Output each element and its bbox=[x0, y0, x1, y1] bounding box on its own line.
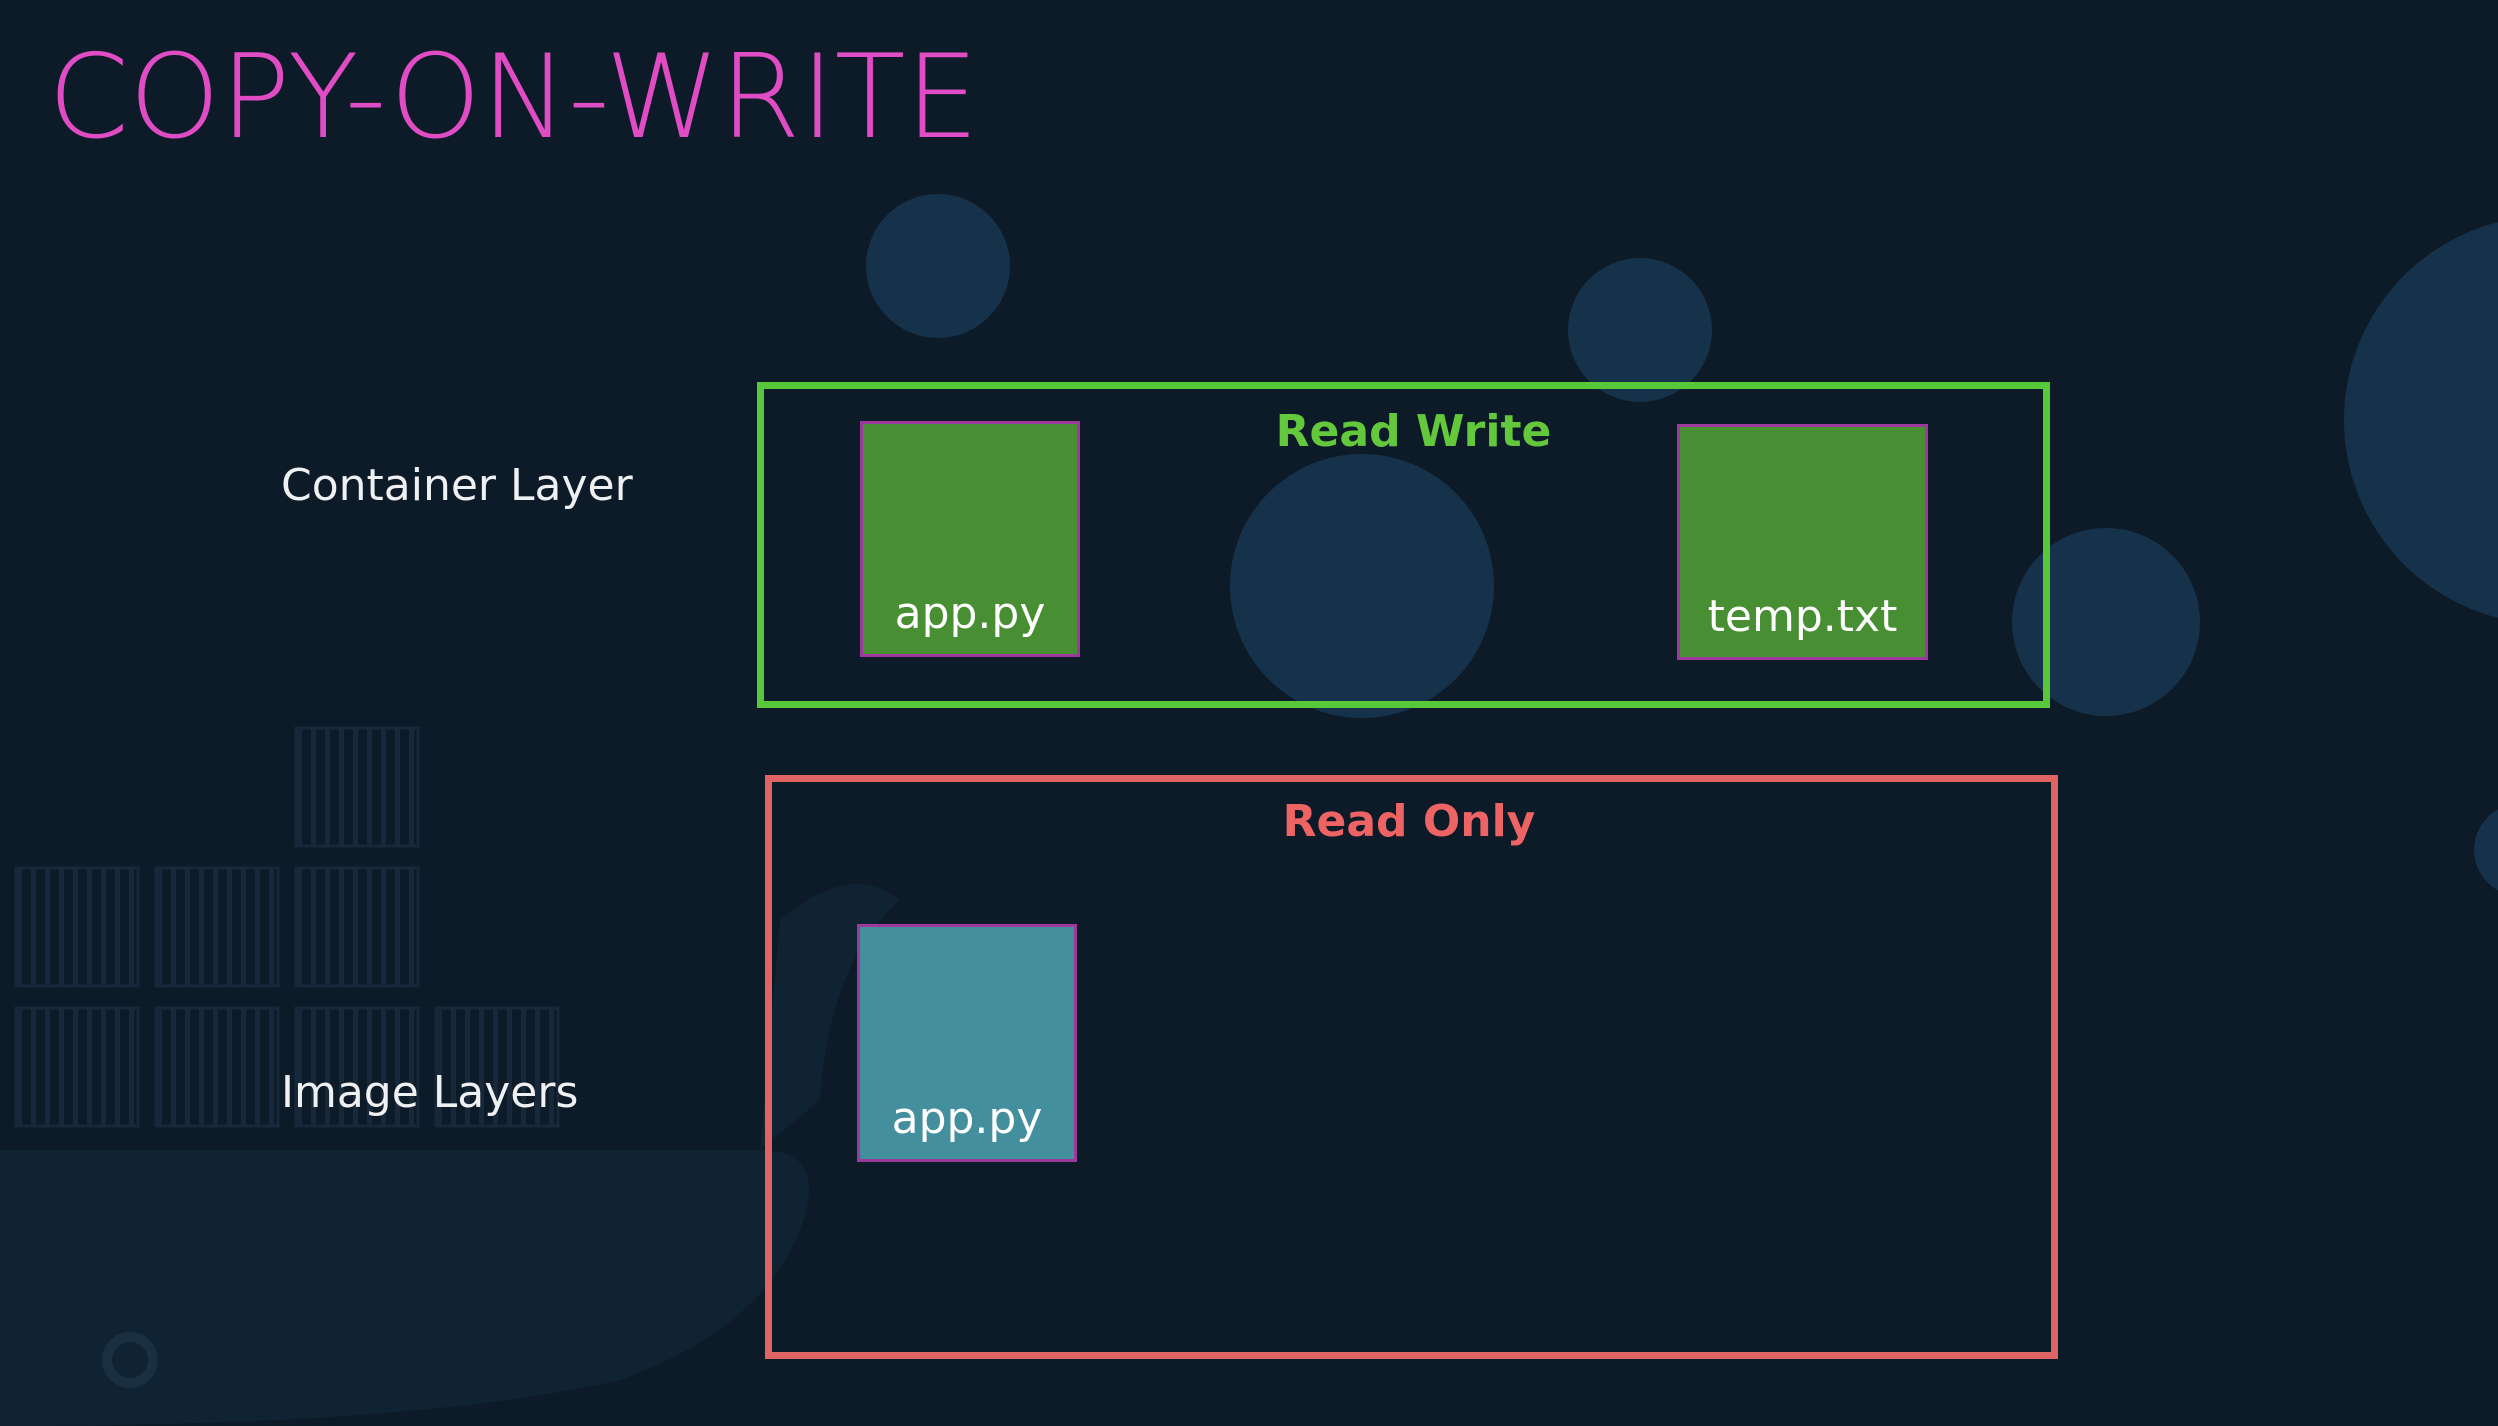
file-label: app.py bbox=[891, 1093, 1043, 1144]
slide-title: COPY-ON-WRITE bbox=[48, 30, 979, 165]
whale-tail bbox=[760, 884, 900, 1150]
container-stack-decoration bbox=[14, 726, 560, 1128]
container-file-temp-txt: temp.txt bbox=[1677, 424, 1928, 660]
read-only-heading: Read Only bbox=[1282, 796, 1536, 847]
read-write-layer-box: Read Write bbox=[757, 382, 2050, 708]
read-only-layer-box: Read Only bbox=[765, 775, 2058, 1359]
container-layer-label: Container Layer bbox=[281, 460, 633, 511]
file-label: app.py bbox=[894, 588, 1046, 639]
bubble-decoration bbox=[866, 194, 2498, 891]
file-label: temp.txt bbox=[1707, 591, 1898, 642]
container-file-app-py: app.py bbox=[860, 421, 1080, 657]
image-file-app-py: app.py bbox=[857, 924, 1077, 1162]
whale-silhouette bbox=[0, 1150, 809, 1426]
read-write-heading: Read Write bbox=[1275, 406, 1552, 457]
image-layers-label: Image Layers bbox=[281, 1067, 579, 1118]
